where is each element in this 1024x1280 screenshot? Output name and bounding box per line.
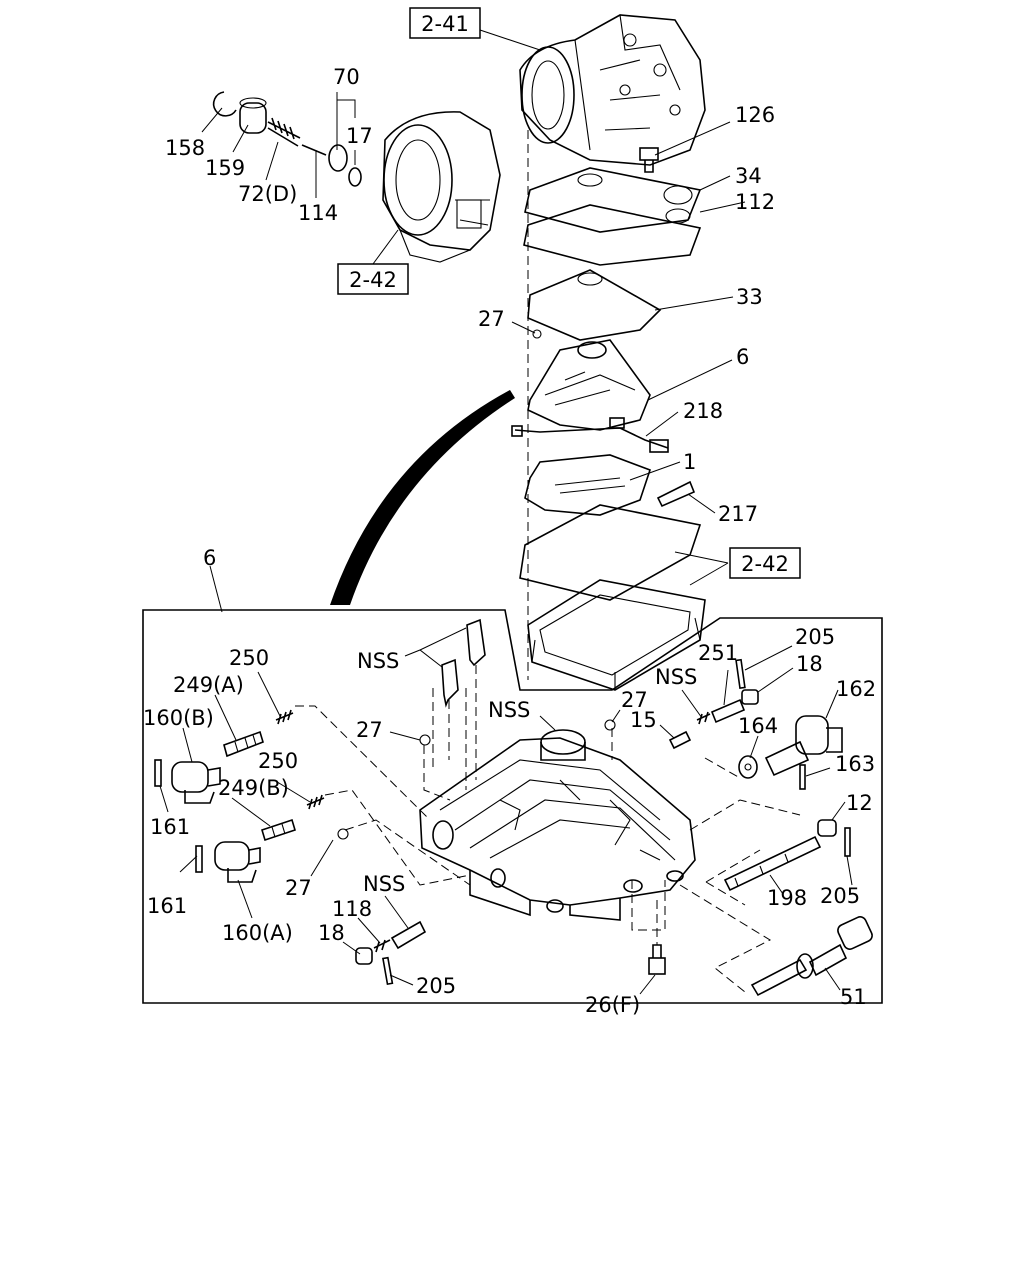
plug-15 xyxy=(668,730,692,750)
label-34: 34 xyxy=(735,164,762,188)
label-27-right: 27 xyxy=(621,688,648,712)
label-27-left: 27 xyxy=(356,718,383,742)
bracket-164 xyxy=(738,755,758,779)
valve-251 xyxy=(710,698,746,724)
label-205-right: 205 xyxy=(820,884,860,908)
pin-163 xyxy=(799,764,806,790)
ball-27-left xyxy=(419,734,431,746)
label-51: 51 xyxy=(840,985,867,1009)
valve-body-detail xyxy=(419,729,696,921)
label-15: 15 xyxy=(630,708,657,732)
separator-plate-112 xyxy=(523,204,702,266)
manual-valve-198 xyxy=(723,835,822,892)
gasket-pan xyxy=(519,504,702,601)
servo-assembly-70 xyxy=(212,91,362,187)
label-70: 70 xyxy=(333,65,360,89)
valve-249a xyxy=(223,730,264,758)
detail-callout-arrow xyxy=(330,390,515,605)
label-nss-3: NSS xyxy=(655,665,697,689)
label-249a: 249(A) xyxy=(173,673,244,697)
detail-frame xyxy=(142,609,883,1004)
label-nss-4: NSS xyxy=(363,872,405,896)
nss-plate-a xyxy=(441,658,459,708)
pin-205-right xyxy=(844,827,851,857)
label-27-upper: 27 xyxy=(478,307,505,331)
label-249b: 249(B) xyxy=(218,776,289,800)
valve-body-small xyxy=(527,339,651,431)
ref-box-2-42-right xyxy=(729,547,801,579)
label-6-upper: 6 xyxy=(736,345,749,369)
label-158: 158 xyxy=(165,136,205,160)
valve-249b xyxy=(261,818,296,842)
label-159: 159 xyxy=(205,156,245,180)
label-251: 251 xyxy=(698,641,738,665)
ball-27-right xyxy=(604,719,616,731)
label-160a: 160(A) xyxy=(222,921,293,945)
transmission-housing xyxy=(382,111,501,263)
spring-nss-right xyxy=(696,711,711,725)
spring-118 xyxy=(373,939,391,953)
label-205-upper: 205 xyxy=(795,625,835,649)
ref-label-2-42-right: 2-42 xyxy=(741,552,789,576)
label-118: 118 xyxy=(332,897,372,921)
solenoid-162 xyxy=(764,715,843,777)
spring-250b xyxy=(306,794,325,810)
spring-250a xyxy=(275,709,294,725)
label-1: 1 xyxy=(683,450,696,474)
label-163: 163 xyxy=(835,752,875,776)
clip-217 xyxy=(656,480,696,508)
oil-pan xyxy=(527,579,706,691)
label-26f: 26(F) xyxy=(585,993,640,1017)
label-112: 112 xyxy=(735,190,775,214)
label-18-upper: 18 xyxy=(796,652,823,676)
label-72d: 72(D) xyxy=(238,182,297,206)
nss-plate-b xyxy=(466,618,486,667)
label-12: 12 xyxy=(846,791,873,815)
label-nss-1: NSS xyxy=(357,649,399,673)
label-33: 33 xyxy=(736,285,763,309)
label-126: 126 xyxy=(735,103,775,127)
ref-box-2-41 xyxy=(409,7,481,39)
strainer-1 xyxy=(524,454,652,516)
bolt-126 xyxy=(639,147,659,173)
valve-nss-lower xyxy=(390,920,427,950)
label-6-detail: 6 xyxy=(203,546,216,570)
plug-18-upper xyxy=(741,689,759,705)
plug-12 xyxy=(817,819,837,837)
label-18-lower: 18 xyxy=(318,921,345,945)
solenoid-160a xyxy=(195,841,261,883)
ball-27-upper xyxy=(532,329,542,339)
label-160b: 160(B) xyxy=(143,706,214,730)
gasket-33 xyxy=(527,269,662,341)
label-217: 217 xyxy=(718,502,758,526)
pin-205-lower xyxy=(382,956,394,986)
label-27-lower-left: 27 xyxy=(285,876,312,900)
label-205-lower: 205 xyxy=(416,974,456,998)
ref-box-2-42-top xyxy=(337,263,409,295)
plug-18-lower xyxy=(355,947,373,965)
harness-218 xyxy=(511,417,669,453)
leader-lines xyxy=(159,29,853,995)
label-161b: 161 xyxy=(147,894,187,918)
label-114: 114 xyxy=(298,201,338,225)
transmission-case xyxy=(519,14,706,166)
valve-assembly-51 xyxy=(750,916,873,997)
label-161a: 161 xyxy=(150,815,190,839)
label-218: 218 xyxy=(683,399,723,423)
bolt-26f xyxy=(648,944,666,975)
label-nss-2: NSS xyxy=(488,698,530,722)
label-162: 162 xyxy=(836,677,876,701)
solenoid-160b xyxy=(154,759,221,804)
ref-label-2-41: 2-41 xyxy=(421,12,469,36)
ref-label-2-42-top: 2-42 xyxy=(349,268,397,292)
label-250b: 250 xyxy=(258,749,298,773)
pin-205-upper xyxy=(735,658,746,690)
label-198: 198 xyxy=(767,886,807,910)
label-164: 164 xyxy=(738,714,778,738)
label-250a: 250 xyxy=(229,646,269,670)
ball-27-lower xyxy=(337,828,349,840)
label-17: 17 xyxy=(346,124,373,148)
part-labels: 70 17 158 159 72(D) 114 126 34 112 33 27… xyxy=(143,65,876,1017)
